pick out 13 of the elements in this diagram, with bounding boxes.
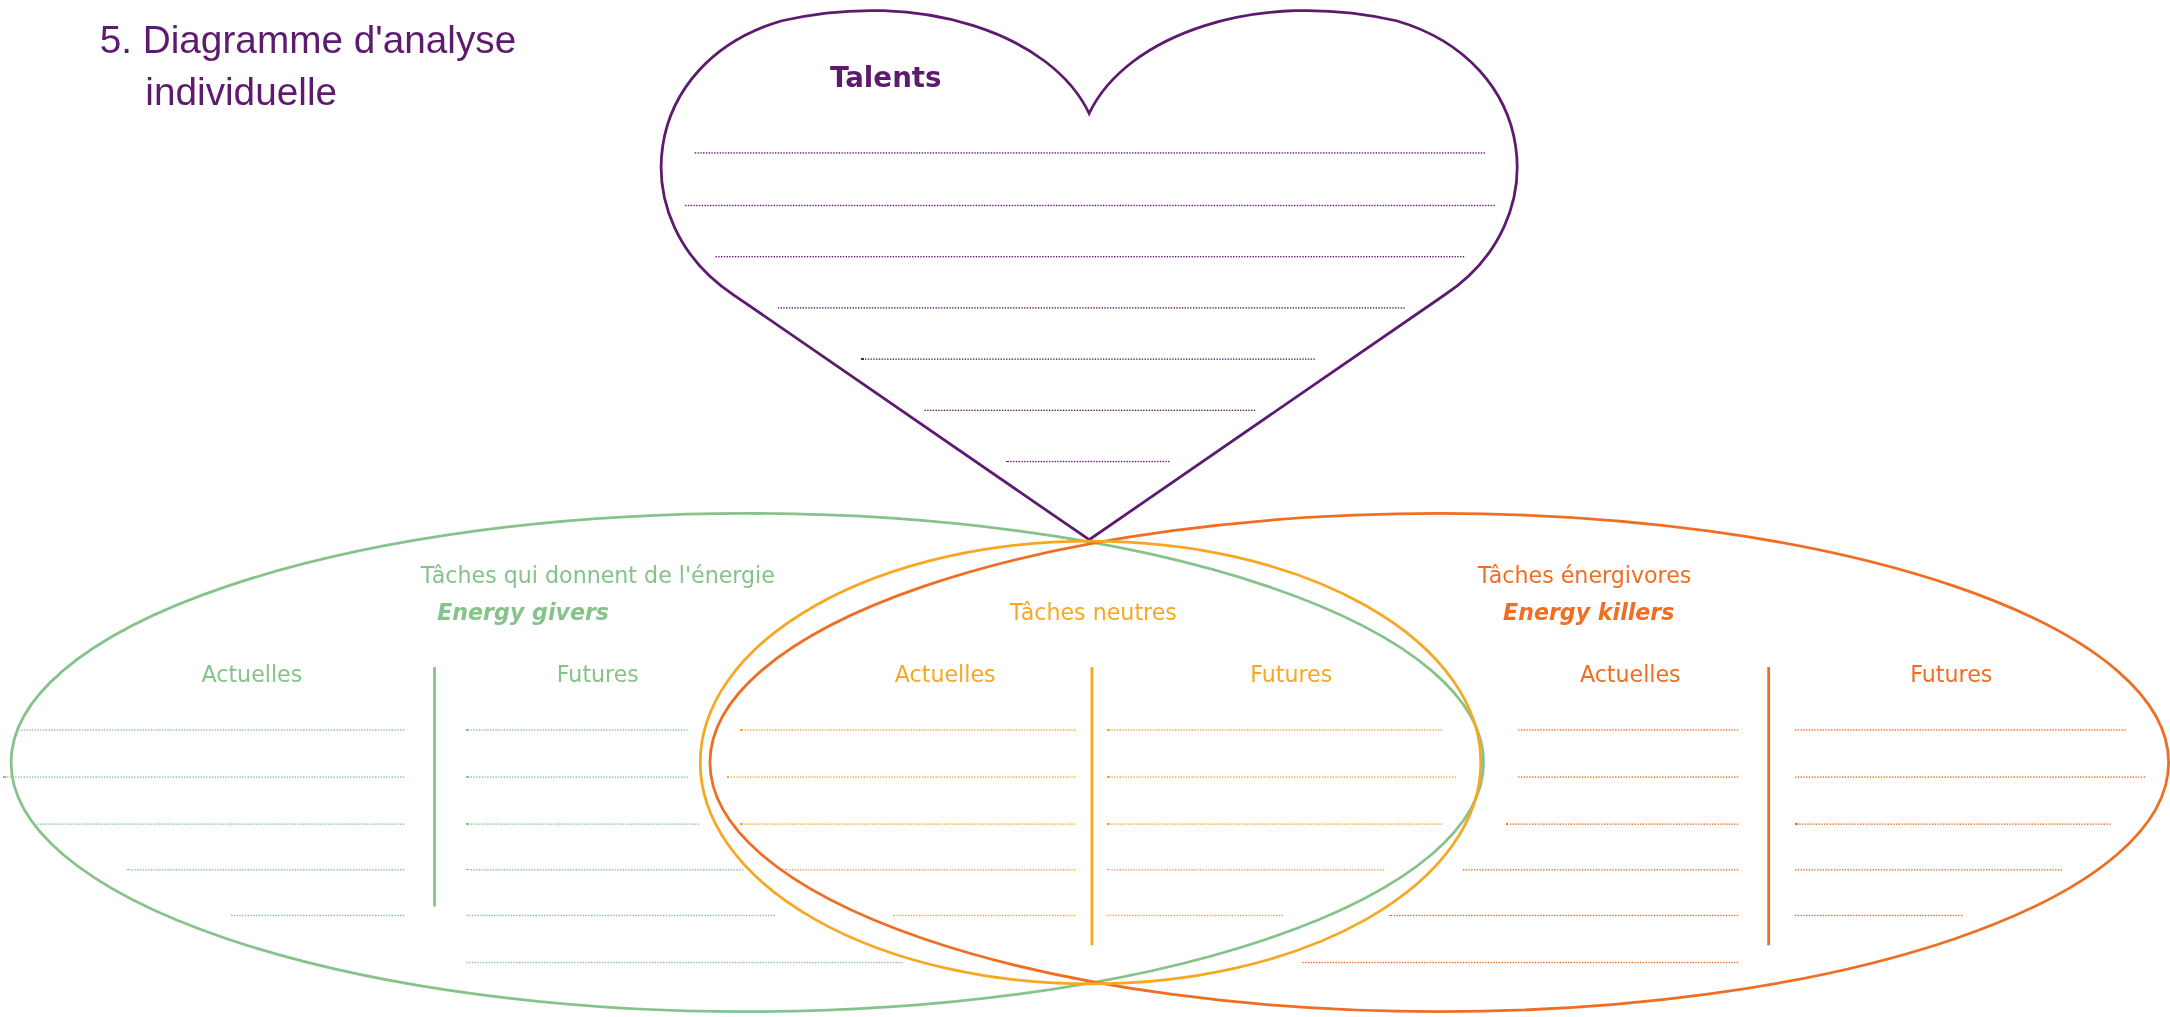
section-subtitle: Energy givers xyxy=(437,599,610,627)
column-heading: Actuelles xyxy=(1579,661,1681,690)
column-heading: Actuelles xyxy=(201,661,303,690)
section-heading: Tâches qui donnent de l'énergie xyxy=(420,561,775,590)
column-heading: Futures xyxy=(1910,661,1993,690)
section-heading: Tâches énergivores xyxy=(1477,561,1692,590)
column-heading: Actuelles xyxy=(894,661,996,690)
diagram-title: 5. Diagramme d'analyse individuelle xyxy=(99,17,518,116)
section-heading: Tâches neutres xyxy=(1009,599,1177,627)
column-heading: Futures xyxy=(556,661,639,690)
column-heading: Futures xyxy=(1250,661,1333,690)
section-subtitle: Energy killers xyxy=(1503,599,1675,627)
section-heading: Talents xyxy=(829,59,942,96)
